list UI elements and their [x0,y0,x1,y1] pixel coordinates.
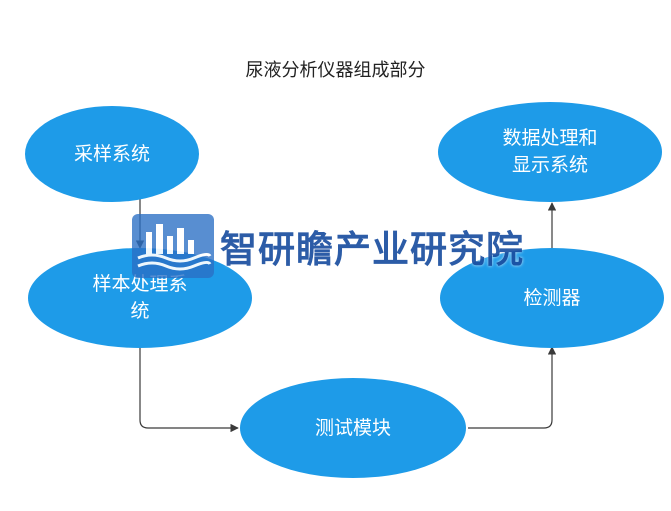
node-test-module-label: 测试模块 [314,416,391,439]
node-detector-label: 检测器 [523,286,581,309]
node-test-module [240,378,466,478]
watermark-text: 智研瞻产业研究院 [220,228,524,271]
node-data-display [438,102,662,202]
node-data-display-label: 数据处理和 显示系统 [502,127,598,176]
node-sampling-label: 采样系统 [73,142,150,165]
watermark: 智研瞻产业研究院 [132,210,532,282]
node-sampling [25,106,199,202]
node-detector [440,248,664,348]
city-skyline-logo-icon [132,214,214,278]
connector-test-to-detector [468,346,557,429]
node-sample-processing-label: 样本处理系 统 [92,273,188,322]
connector-processing-to-test [139,347,239,433]
diagram-title: 尿液分析仪器组成部分 [245,60,426,81]
